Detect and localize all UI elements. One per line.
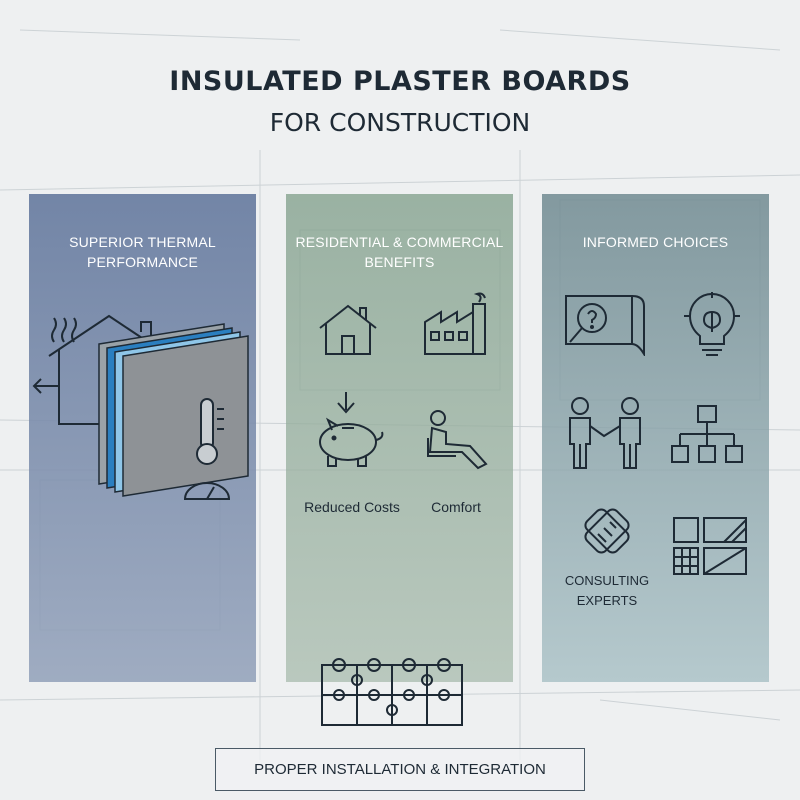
insulated-house-icon (32, 314, 249, 500)
lightbulb-brain-icon (684, 292, 740, 356)
comfort-chair-icon (427, 410, 488, 470)
handshake-icon (584, 508, 630, 554)
material-samples-icon (673, 517, 747, 575)
label-comfort: Comfort (431, 499, 481, 515)
panel-benefits: RESIDENTIAL & COMMERCIAL BENEFITS (286, 194, 513, 682)
panel-thermal-performance: SUPERIOR THERMAL PERFORMANCE (29, 194, 256, 682)
blueprint-search-icon (565, 295, 645, 356)
panel-title: RESIDENTIAL & COMMERCIAL BENEFITS (295, 234, 504, 270)
panel-title: INFORMED CHOICES (582, 234, 729, 250)
factory-icon (424, 292, 486, 355)
puzzle-pieces-icon (321, 658, 463, 726)
page-subtitle: FOR CONSTRUCTION (269, 108, 531, 137)
installation-integration-box: PROPER INSTALLATION & INTEGRATION (215, 748, 585, 791)
page-title: INSULATED PLASTER BOARDS (169, 66, 631, 97)
handshake-people-icon (569, 397, 641, 469)
label-reduced-costs: Reduced Costs (304, 499, 400, 515)
panel-title: SUPERIOR THERMAL PERFORMANCE (69, 234, 216, 270)
label-consulting-experts: CONSULTING EXPERTS (564, 573, 650, 608)
org-chart-icon (671, 405, 743, 463)
house-icon (319, 304, 377, 355)
panel-informed-choices: INFORMED CHOICES (542, 194, 769, 682)
piggy-bank-icon (319, 392, 384, 467)
